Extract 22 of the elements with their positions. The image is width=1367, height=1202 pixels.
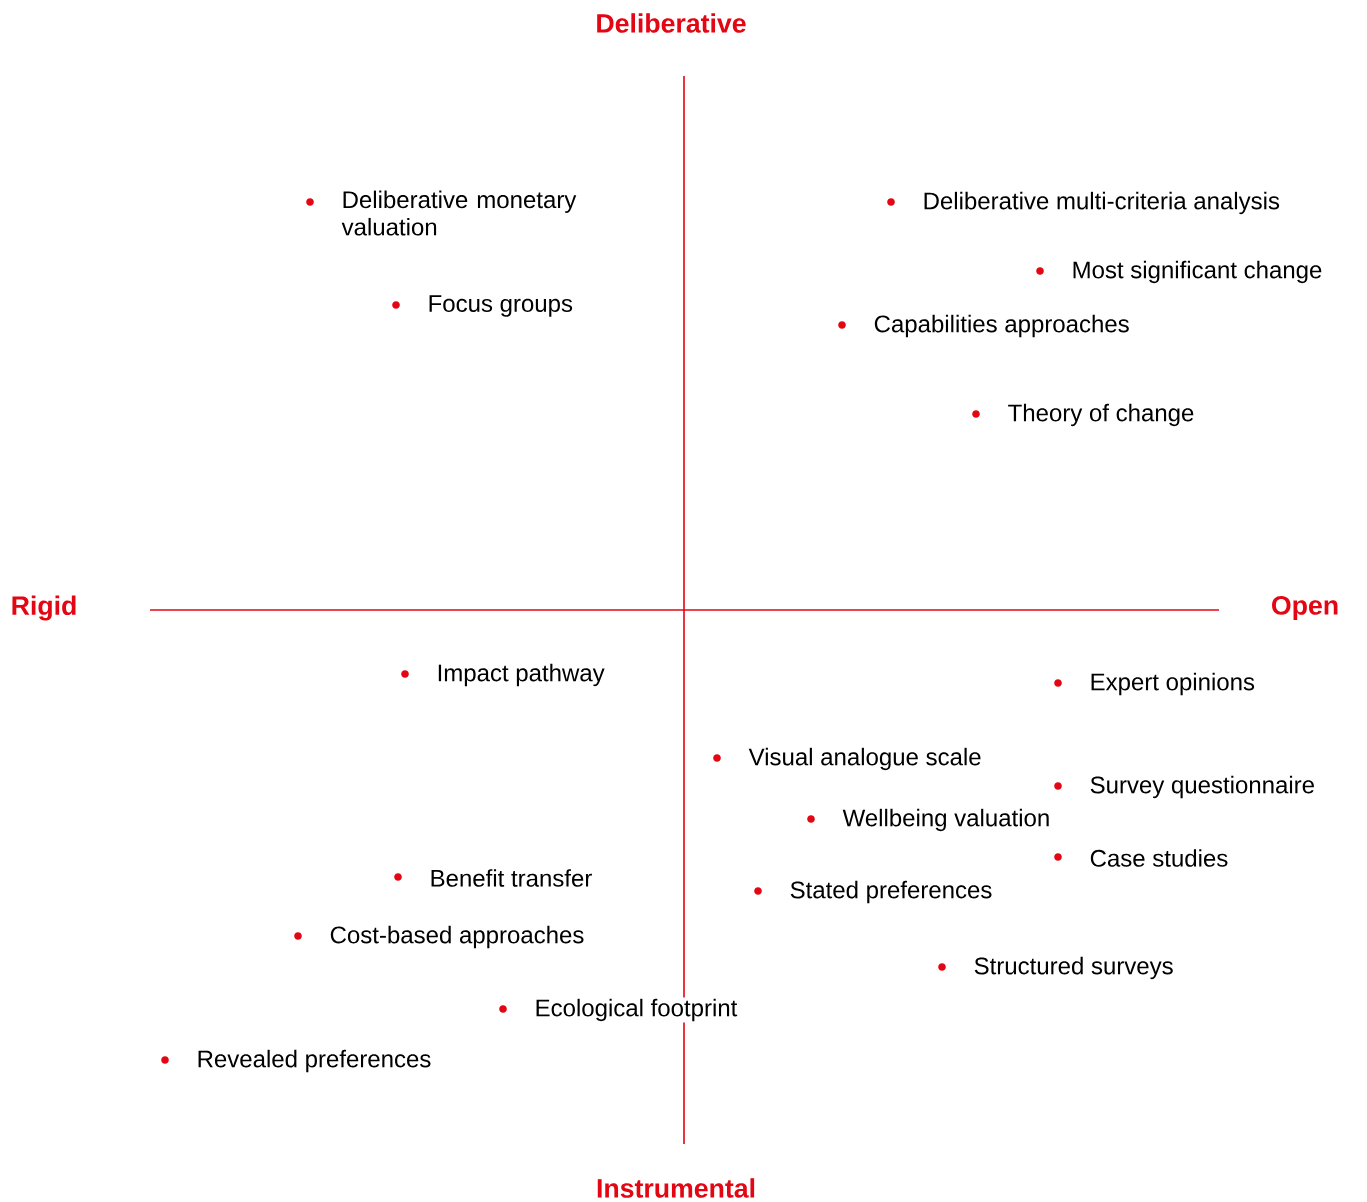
method-label: Wellbeing valuation [842, 808, 1049, 832]
axis-label: Deliberative [597, 13, 746, 33]
method-label: Benefit transfer [431, 869, 592, 887]
axis-label: Open [1272, 595, 1338, 621]
method-label: Visual analogue scale [748, 747, 981, 771]
method-label: Revealed preferences [198, 1049, 431, 1073]
method-label: Stated preferences [790, 880, 992, 904]
method-label: Expert opinions [1091, 672, 1255, 696]
method-label: Capabilities approaches [874, 314, 1129, 338]
method-label: Structured surveys [974, 956, 1173, 980]
method-label: Ecological footprint [533, 997, 739, 1023]
method-label: Theory of change [1008, 403, 1194, 427]
method-label: Survey questionnaire [1090, 775, 1314, 799]
method-label: Impact pathway [438, 663, 605, 687]
method-label: Case studies [1090, 849, 1228, 867]
axis-label: Instrumental [597, 1178, 755, 1198]
axis-label: Rigid [12, 595, 76, 621]
method-label: Focus groups [429, 295, 573, 317]
method-label: Cost-based approaches [330, 925, 584, 949]
method-label: Deliberative multi-criteria analysis [924, 191, 1280, 215]
method-label: Deliberative monetary valuation [341, 190, 577, 236]
method-label: Most significant change [1073, 260, 1322, 284]
